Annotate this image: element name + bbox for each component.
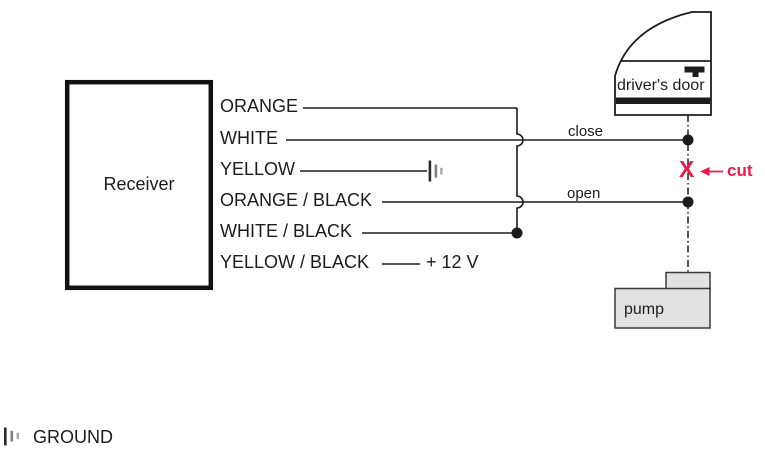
ground-legend-icon xyxy=(4,427,19,446)
wire-label-orange: ORANGE xyxy=(220,96,299,116)
plus-12v-label: + 12 V xyxy=(426,252,479,272)
ground-legend-label: GROUND xyxy=(33,427,113,447)
drivers-door-icon xyxy=(614,11,712,116)
cut-x-mark: X xyxy=(679,156,695,182)
receiver-box xyxy=(64,79,214,291)
door-trim-bar xyxy=(616,97,711,104)
junction-dot-close xyxy=(682,134,694,146)
wire-orange-vertical-with-hops xyxy=(516,108,524,233)
drivers-door-label: driver's door xyxy=(617,77,705,94)
wire-lines xyxy=(286,107,688,265)
ground-icon xyxy=(428,160,443,182)
wire-label-white: WHITE xyxy=(220,128,278,148)
wire-label-white-black: WHITE / BLACK xyxy=(220,221,353,241)
receiver-label: Receiver xyxy=(103,174,175,195)
cut-arrow-icon xyxy=(700,167,723,176)
pump-icon xyxy=(614,271,711,329)
door-handle-icon xyxy=(684,66,705,77)
door-outline xyxy=(614,11,712,116)
wire-label-yellow: YELLOW xyxy=(220,159,296,179)
pump-label: pump xyxy=(624,301,665,318)
open-label: open xyxy=(567,185,601,202)
wire-label-orange-black: ORANGE / BLACK xyxy=(220,190,373,210)
wire-label-yellow-black: YELLOW / BLACK xyxy=(220,252,370,272)
close-label: close xyxy=(568,123,604,140)
cut-label: cut xyxy=(727,161,753,180)
junction-dot-open xyxy=(682,196,694,208)
junction-dot-orange-whiteblack xyxy=(511,227,523,239)
